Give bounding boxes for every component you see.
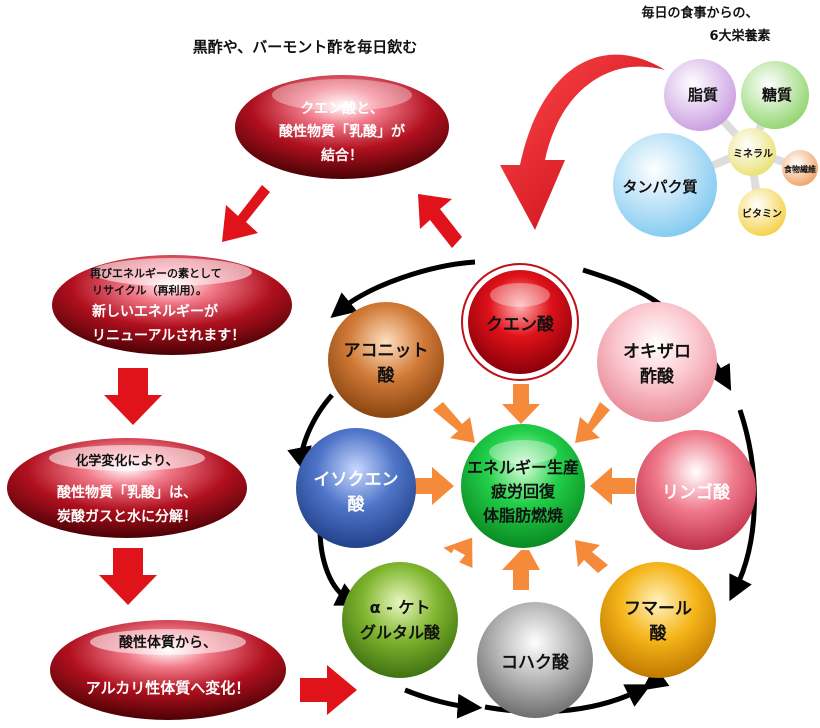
- fat-bubble: [664, 59, 736, 131]
- center-line2: 疲労回復: [491, 482, 556, 501]
- ketoglutaric-line2: グルタル酸: [360, 623, 441, 642]
- oxaloacetic-line2: 酢酸: [640, 366, 675, 387]
- node-oxaloacetic-acid: オキザロ 酢酸: [597, 302, 717, 422]
- arrow-down-2: [99, 548, 157, 605]
- step3-small: 化学変化により、: [75, 453, 178, 469]
- node-aconitic-acid: アコニット 酸: [328, 302, 444, 418]
- node-malic-acid: リンゴ酸: [636, 430, 756, 550]
- vitamin-bubble: [738, 188, 786, 236]
- swoosh-arrow: [500, 54, 665, 230]
- node-center: エネルギー生産 疲労回復 体脂肪燃焼: [461, 424, 585, 548]
- center-line3: 体脂肪燃焼: [483, 506, 563, 525]
- fumaric-line2: 酸: [650, 623, 668, 644]
- malic-label: リンゴ酸: [662, 482, 731, 503]
- fiber-label: 食物繊維: [784, 164, 816, 174]
- center-arrows: [410, 384, 635, 590]
- step3-big-line1: 酸性物質「乳酸」は、: [57, 484, 197, 501]
- sugar-bubble: [741, 61, 809, 129]
- arrow-down-1: [104, 368, 162, 425]
- nutrients-title-line1: 毎日の食事からの、: [641, 5, 758, 21]
- node-succinic-acid: コハク酸: [477, 602, 593, 718]
- sugar-label: 糖質: [762, 86, 792, 104]
- step4-line2: アルカリ性体質へ変化！: [86, 679, 250, 697]
- isocitric-line2: 酸: [348, 494, 366, 515]
- node-ketoglutaric-acid: α - ケト グルタル酸: [342, 562, 458, 678]
- node-fumaric-acid: フマール 酸: [600, 562, 716, 678]
- step1-line2: 酸性物質「乳酸」が: [279, 123, 406, 140]
- step2-small-line2: リサイクル（再利用）。: [92, 283, 207, 297]
- flow-step-4: 酸性体質から、 アルカリ性体質へ変化！: [50, 620, 286, 720]
- mineral-bubble: [728, 128, 776, 176]
- protein-bubble: [613, 133, 717, 237]
- nutrients-cluster: 脂質 糖質 タンパク質 ミネラル 食物繊維 ビタミン: [613, 59, 818, 237]
- fumaric-line1: フマール: [624, 599, 692, 619]
- step2-big-line2: リニューアルされます！: [92, 328, 245, 344]
- step3-big-line2: 炭酸ガスと水に分解！: [57, 508, 197, 525]
- node-isocitric-acid: イソクエン 酸: [296, 428, 416, 548]
- arrow-right: [300, 665, 357, 715]
- isocitric-line1: イソクエン: [314, 470, 399, 490]
- protein-label: タンパク質: [622, 178, 697, 196]
- aconitic-line2: 酸: [378, 365, 396, 386]
- oxaloacetic-line1: オキザロ: [623, 342, 691, 362]
- arrow-up-right: [418, 194, 462, 248]
- flow-step-3: 化学変化により、 酸性物質「乳酸」は、 炭酸ガスと水に分解！: [7, 438, 247, 538]
- aconitic-line1: アコニット: [344, 341, 429, 361]
- flow-step-2: 再びエネルギーの素として リサイクル（再利用）。 新しいエネルギーが リニューア…: [52, 255, 292, 355]
- step4-line1: 酸性体質から、: [119, 634, 217, 651]
- instruction-text: 黒酢や、バーモント酢を毎日飲む: [193, 38, 418, 56]
- step2-small-line1: 再びエネルギーの素として: [90, 266, 222, 280]
- fiber-bubble: [782, 150, 818, 186]
- step1-line1: クエン酸と、: [300, 100, 383, 117]
- fat-label: 脂質: [688, 86, 718, 104]
- vitamin-label: ビタミン: [742, 207, 782, 220]
- flow-arrows: [99, 185, 462, 715]
- step2-big-line1: 新しいエネルギーが: [92, 303, 219, 320]
- arrow-down-left: [222, 185, 270, 242]
- flow-step-1: クエン酸と、 酸性物質「乳酸」が 結合！: [235, 75, 449, 179]
- ketoglutaric-line1: α - ケト: [370, 598, 431, 617]
- citric-label: クエン酸: [486, 314, 555, 335]
- step1-line3: 結合！: [321, 147, 363, 164]
- mineral-label: ミネラル: [733, 148, 773, 160]
- node-citric-acid: クエン酸: [461, 263, 579, 381]
- succinic-label: コハク酸: [501, 652, 570, 673]
- center-line1: エネルギー生産: [467, 458, 579, 477]
- nutrients-title-line2: 6大栄養素: [709, 28, 770, 44]
